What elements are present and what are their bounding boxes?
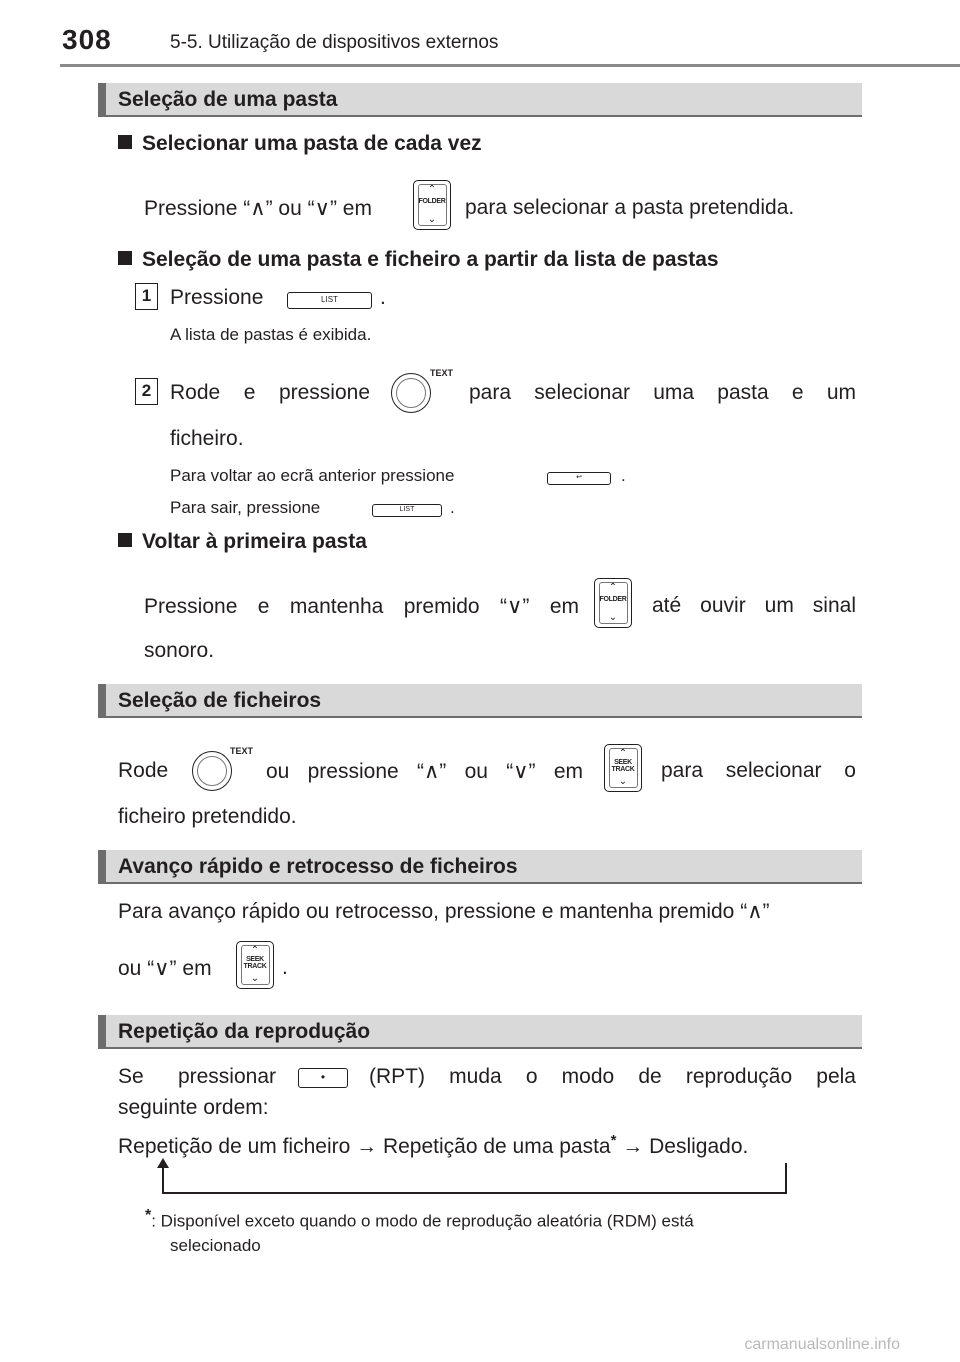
instruction-text: Pressione e mantenha premido “∨” em <box>144 595 579 618</box>
step-1-note: A lista de pastas é exibida. <box>170 325 372 344</box>
chevron-down-icon: ⌄ <box>608 612 618 623</box>
chevron-up-icon: ⌃ <box>608 582 618 593</box>
list-button-small[interactable]: LIST <box>372 504 442 517</box>
loop-arrow-left <box>162 1163 164 1194</box>
section-title: Repetição da reprodução <box>118 1020 371 1043</box>
section-file-selection: Seleção de ficheiros <box>98 684 862 718</box>
text-knob-label: TEXT <box>230 746 254 756</box>
arrow-head-icon <box>157 1158 169 1168</box>
instruction-text: (RPT) muda o modo de reprodução pela <box>369 1065 856 1088</box>
rpt-button[interactable]: • <box>298 1068 348 1088</box>
heading-first-folder: Voltar à primeira pasta <box>118 530 367 554</box>
step-1-text: Pressione <box>170 286 264 309</box>
back-note: Para voltar ao ecrã anterior pressione <box>170 466 455 485</box>
watermark: carmanualsonline.info <box>744 1336 900 1353</box>
tune-knob[interactable] <box>192 751 232 791</box>
loop-arrow-right <box>785 1163 787 1194</box>
dot-icon: • <box>320 1070 326 1084</box>
section-title: Seleção de ficheiros <box>118 689 322 712</box>
list-label: LIST <box>321 295 338 304</box>
page-number: 308 <box>62 24 112 55</box>
step-number-1: 1 <box>135 283 158 310</box>
return-arrow-icon: ↩ <box>576 474 582 481</box>
section-title: Seleção de uma pasta <box>118 88 338 111</box>
instruction-text: Pressione “∧” ou “∨” em <box>144 197 372 220</box>
square-bullet-icon <box>118 135 132 149</box>
repeat-sequence: Repetição de um ficheiro → Repetição de … <box>118 1132 749 1158</box>
back-button[interactable]: ↩ <box>547 472 611 485</box>
instruction-text: Se pressionar <box>118 1065 276 1088</box>
step-2-text: Rode e pressione <box>170 381 370 404</box>
header-divider <box>60 64 960 67</box>
footnote-line-2: selecionado <box>170 1236 261 1255</box>
heading-one-folder: Selecionar uma pasta de cada vez <box>118 132 482 156</box>
instruction-text: ou pressione “∧” ou “∨” em <box>266 760 583 783</box>
section-repeat-play: Repetição da reprodução <box>98 1015 862 1049</box>
exit-note: Para sair, pressione <box>170 498 321 517</box>
chevron-up-icon: ⌃ <box>427 184 437 195</box>
chevron-down-icon: ⌄ <box>618 776 628 787</box>
text-knob-label: TEXT <box>430 368 454 378</box>
chevron-up-icon: ⌃ <box>618 748 628 759</box>
heading-folder-list: Seleção de uma pasta e ficheiro a partir… <box>118 248 719 272</box>
list-label: LIST <box>399 506 415 513</box>
square-bullet-icon <box>118 533 132 547</box>
tune-knob[interactable] <box>391 373 431 413</box>
section-folder-selection: Seleção de uma pasta <box>98 83 862 117</box>
list-button[interactable]: LIST <box>287 292 372 309</box>
footnote-line-1: *: Disponível exceto quando o modo de re… <box>145 1207 694 1231</box>
section-fast-forward: Avanço rápido e retrocesso de ficheiros <box>98 850 862 884</box>
chevron-down-icon: ⌄ <box>250 973 260 984</box>
instruction-text: Para avanço rápido ou retrocesso, pressi… <box>118 900 770 923</box>
folder-label: FOLDER <box>418 198 446 205</box>
chapter-title: 5-5. Utilização de dispositivos externos <box>170 32 499 53</box>
instruction-text: para selecionar o <box>661 759 856 782</box>
loop-arrow-bottom <box>162 1192 787 1194</box>
square-bullet-icon <box>118 251 132 265</box>
folder-rocker-button[interactable]: ⌃ FOLDER ⌄ <box>594 578 632 628</box>
step-2-text-cont: para selecionar uma pasta e um <box>469 381 856 404</box>
folder-label: FOLDER <box>599 596 627 603</box>
chevron-up-icon: ⌃ <box>250 945 260 956</box>
section-title: Avanço rápido e retrocesso de ficheiros <box>118 855 518 878</box>
folder-rocker-button[interactable]: ⌃ FOLDER ⌄ <box>413 180 451 230</box>
instruction-text: até ouvir um sinal <box>652 594 856 617</box>
step-number-2: 2 <box>135 378 158 405</box>
chevron-down-icon: ⌄ <box>427 214 437 225</box>
instruction-text: para selecionar a pasta pretendida. <box>465 196 795 219</box>
